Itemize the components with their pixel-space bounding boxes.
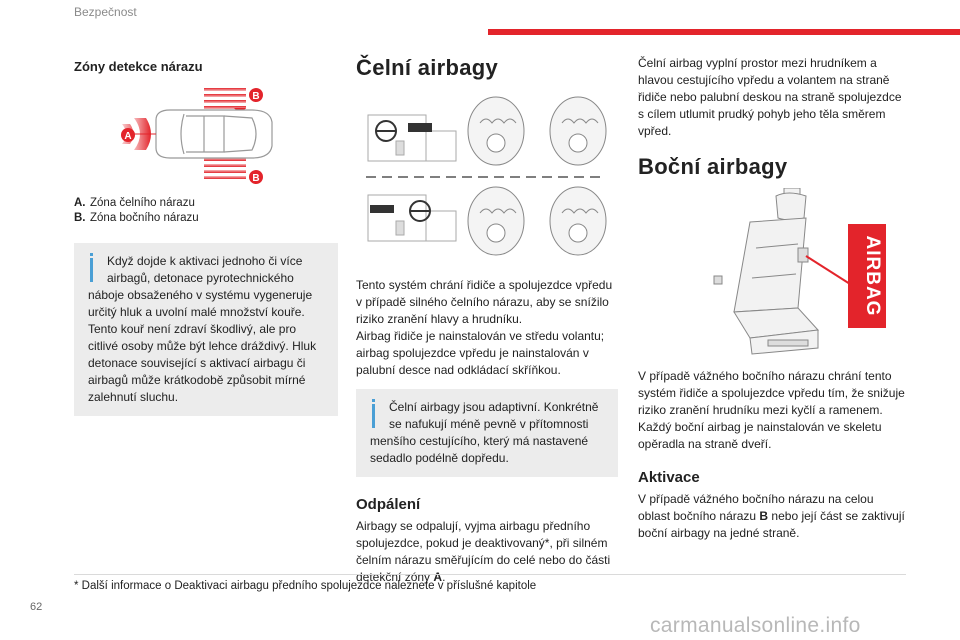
seat-illustration	[713, 188, 820, 355]
svg-text:B: B	[252, 91, 259, 102]
frontal-p-continued: Čelní airbag vyplní prostor mezi hrudník…	[638, 56, 902, 138]
info-box-detonation: Když dojde k aktivaci jednoho či více ai…	[74, 243, 338, 416]
info-icon	[372, 399, 375, 429]
deployment-p: Airbagy se odpalují, vyjma airbagu předn…	[356, 519, 611, 584]
svg-text:B: B	[252, 173, 259, 184]
activation-p: V případě vážného bočního nárazu na celo…	[638, 492, 905, 540]
info-icon	[90, 253, 93, 283]
page-number: 62	[30, 601, 43, 613]
svg-text:A: A	[124, 131, 131, 142]
section-header: Bezpečnost	[74, 5, 137, 19]
zones-heading: Zóny detekce nárazu	[74, 59, 203, 74]
airbag-pointer	[805, 255, 851, 285]
dashboard-top	[367, 114, 457, 162]
side-p1: V případě vážného bočního nárazu chrání …	[638, 369, 905, 417]
right-column: Čelní airbag vyplní prostor mezi hrudník…	[638, 55, 906, 542]
car-top-view	[155, 109, 273, 159]
legend-item-b: B.Zóna bočního nárazu	[74, 212, 199, 224]
watermark: carmanualsonline.info	[650, 614, 861, 637]
activation-heading: Aktivace	[638, 469, 700, 486]
footer-divider	[74, 574, 906, 575]
left-column: Zóny detekce nárazu	[74, 55, 338, 416]
impact-zones-diagram: A B B	[121, 88, 273, 184]
middle-column: Čelní airbagy	[356, 55, 618, 586]
side-airbags-title: Boční airbagy	[638, 154, 788, 179]
section-color-bar	[488, 29, 960, 35]
frontal-airbags-title: Čelní airbagy	[356, 55, 499, 80]
svg-text:AIRBAG: AIRBAG	[862, 236, 883, 317]
legend-item-a: A.Zóna čelního nárazu	[74, 197, 195, 209]
airbag-badge: AIRBAG	[848, 224, 886, 328]
info-box-adaptive: Čelní airbagy jsou adaptivní. Konkrétně …	[356, 389, 618, 477]
frontal-p2: Airbag řidiče je nainstalován ve středu …	[356, 329, 605, 377]
footnote: * Další informace o Deaktivaci airbagu p…	[74, 580, 537, 592]
deployment-heading: Odpálení	[356, 496, 421, 513]
zones-legend: A.Zóna čelního nárazu B.Zóna bočního nár…	[74, 196, 338, 226]
side-airbag-seat-diagram: AIRBAG	[713, 188, 886, 355]
dashboard-bottom	[367, 194, 457, 242]
frontal-airbag-diagram	[366, 96, 607, 256]
frontal-p1: Tento systém chrání řidiče a spolujezdce…	[356, 278, 613, 326]
callout-a: A	[121, 128, 156, 142]
side-p2: Každý boční airbag je nainstalován ve sk…	[638, 420, 882, 451]
callout-b-bottom: B	[249, 170, 263, 184]
inflated-airbags	[467, 96, 607, 256]
callout-b-top: B	[249, 88, 263, 102]
